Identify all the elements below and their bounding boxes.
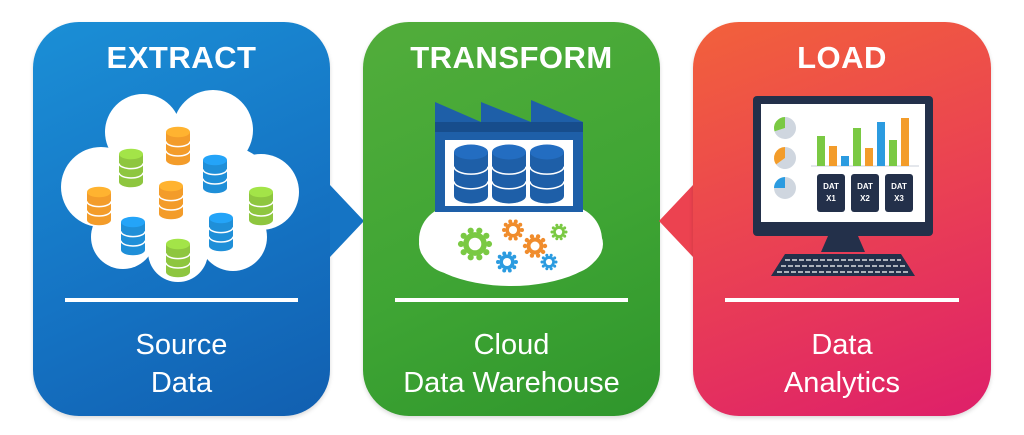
keyboard-icon	[771, 254, 915, 276]
arrow-extract-to-transform	[330, 185, 364, 257]
bar-chart-bar	[829, 146, 837, 166]
extract-title: EXTRACT	[106, 40, 257, 75]
database-icon	[158, 180, 184, 220]
gear-icon	[540, 253, 558, 271]
dat-label-text: DAT	[891, 182, 907, 191]
gear-icon	[550, 223, 568, 241]
pie-chart-icon	[774, 147, 796, 170]
dat-label-text: DAT	[823, 182, 839, 191]
bar-chart-bar	[877, 122, 885, 166]
source-data-illustration	[61, 90, 299, 282]
load-subtitle-line-2: Analytics	[783, 367, 901, 399]
extract-subtitle-line-1: Source	[135, 329, 228, 361]
pie-chart-icon	[774, 177, 796, 199]
gear-icon	[457, 227, 493, 261]
transform-panel: TRANSFORM Cloud Data Warehouse	[363, 22, 660, 416]
extract-subtitle-line-2: Data	[150, 367, 213, 399]
database-icon	[86, 186, 112, 226]
dat-label-box	[817, 174, 845, 212]
load-panel: LOAD DAT X1 DAT X2 DAT X3 Data Analytics	[693, 22, 991, 416]
bar-chart-bar	[817, 136, 825, 166]
dat-label-box	[885, 174, 913, 212]
database-icon	[165, 126, 191, 166]
transform-subtitle-line-2: Data Warehouse	[403, 367, 620, 399]
load-title: LOAD	[797, 40, 887, 75]
cloud-icon	[419, 188, 603, 286]
transform-subtitle: Cloud Data Warehouse	[363, 326, 660, 402]
database-icon	[165, 238, 191, 278]
dat-label-text: DAT	[857, 182, 873, 191]
data-analytics-illustration: DAT X1 DAT X2 DAT X3	[753, 96, 933, 276]
transform-title: TRANSFORM	[410, 40, 613, 75]
database-icon	[120, 216, 146, 256]
database-icon	[248, 186, 274, 226]
transform-subtitle-line-1: Cloud	[473, 329, 550, 361]
load-divider	[725, 298, 959, 302]
bar-chart-bar	[841, 156, 849, 166]
extract-panel: EXTRACT Source Data	[33, 22, 330, 416]
gear-icon	[502, 219, 524, 241]
cloud-data-warehouse-illustration	[419, 100, 603, 286]
extract-divider	[65, 298, 298, 302]
bar-chart-icon	[811, 118, 919, 167]
transform-divider	[395, 298, 628, 302]
bar-chart-bar	[889, 140, 897, 166]
database-icon	[529, 144, 565, 204]
gear-icon	[496, 251, 518, 273]
database-icon	[118, 148, 144, 188]
bar-chart-bar	[901, 118, 909, 166]
bar-chart-bar	[853, 128, 861, 166]
extract-subtitle: Source Data	[33, 326, 330, 402]
bar-chart-bar	[865, 148, 873, 166]
dat-label-text: X1	[826, 194, 836, 203]
dat-label-text: X3	[894, 194, 904, 203]
database-icon	[202, 154, 228, 194]
load-subtitle-line-1: Data	[811, 329, 873, 361]
database-icon	[491, 144, 527, 204]
database-icon	[208, 212, 234, 252]
dat-label-box	[851, 174, 879, 212]
gear-icon	[522, 234, 548, 258]
database-icon	[453, 144, 489, 204]
pie-chart-icon	[774, 117, 796, 139]
dat-label-text: X2	[860, 194, 870, 203]
arrow-load-to-transform	[659, 185, 693, 257]
load-subtitle: Data Analytics	[693, 326, 991, 402]
